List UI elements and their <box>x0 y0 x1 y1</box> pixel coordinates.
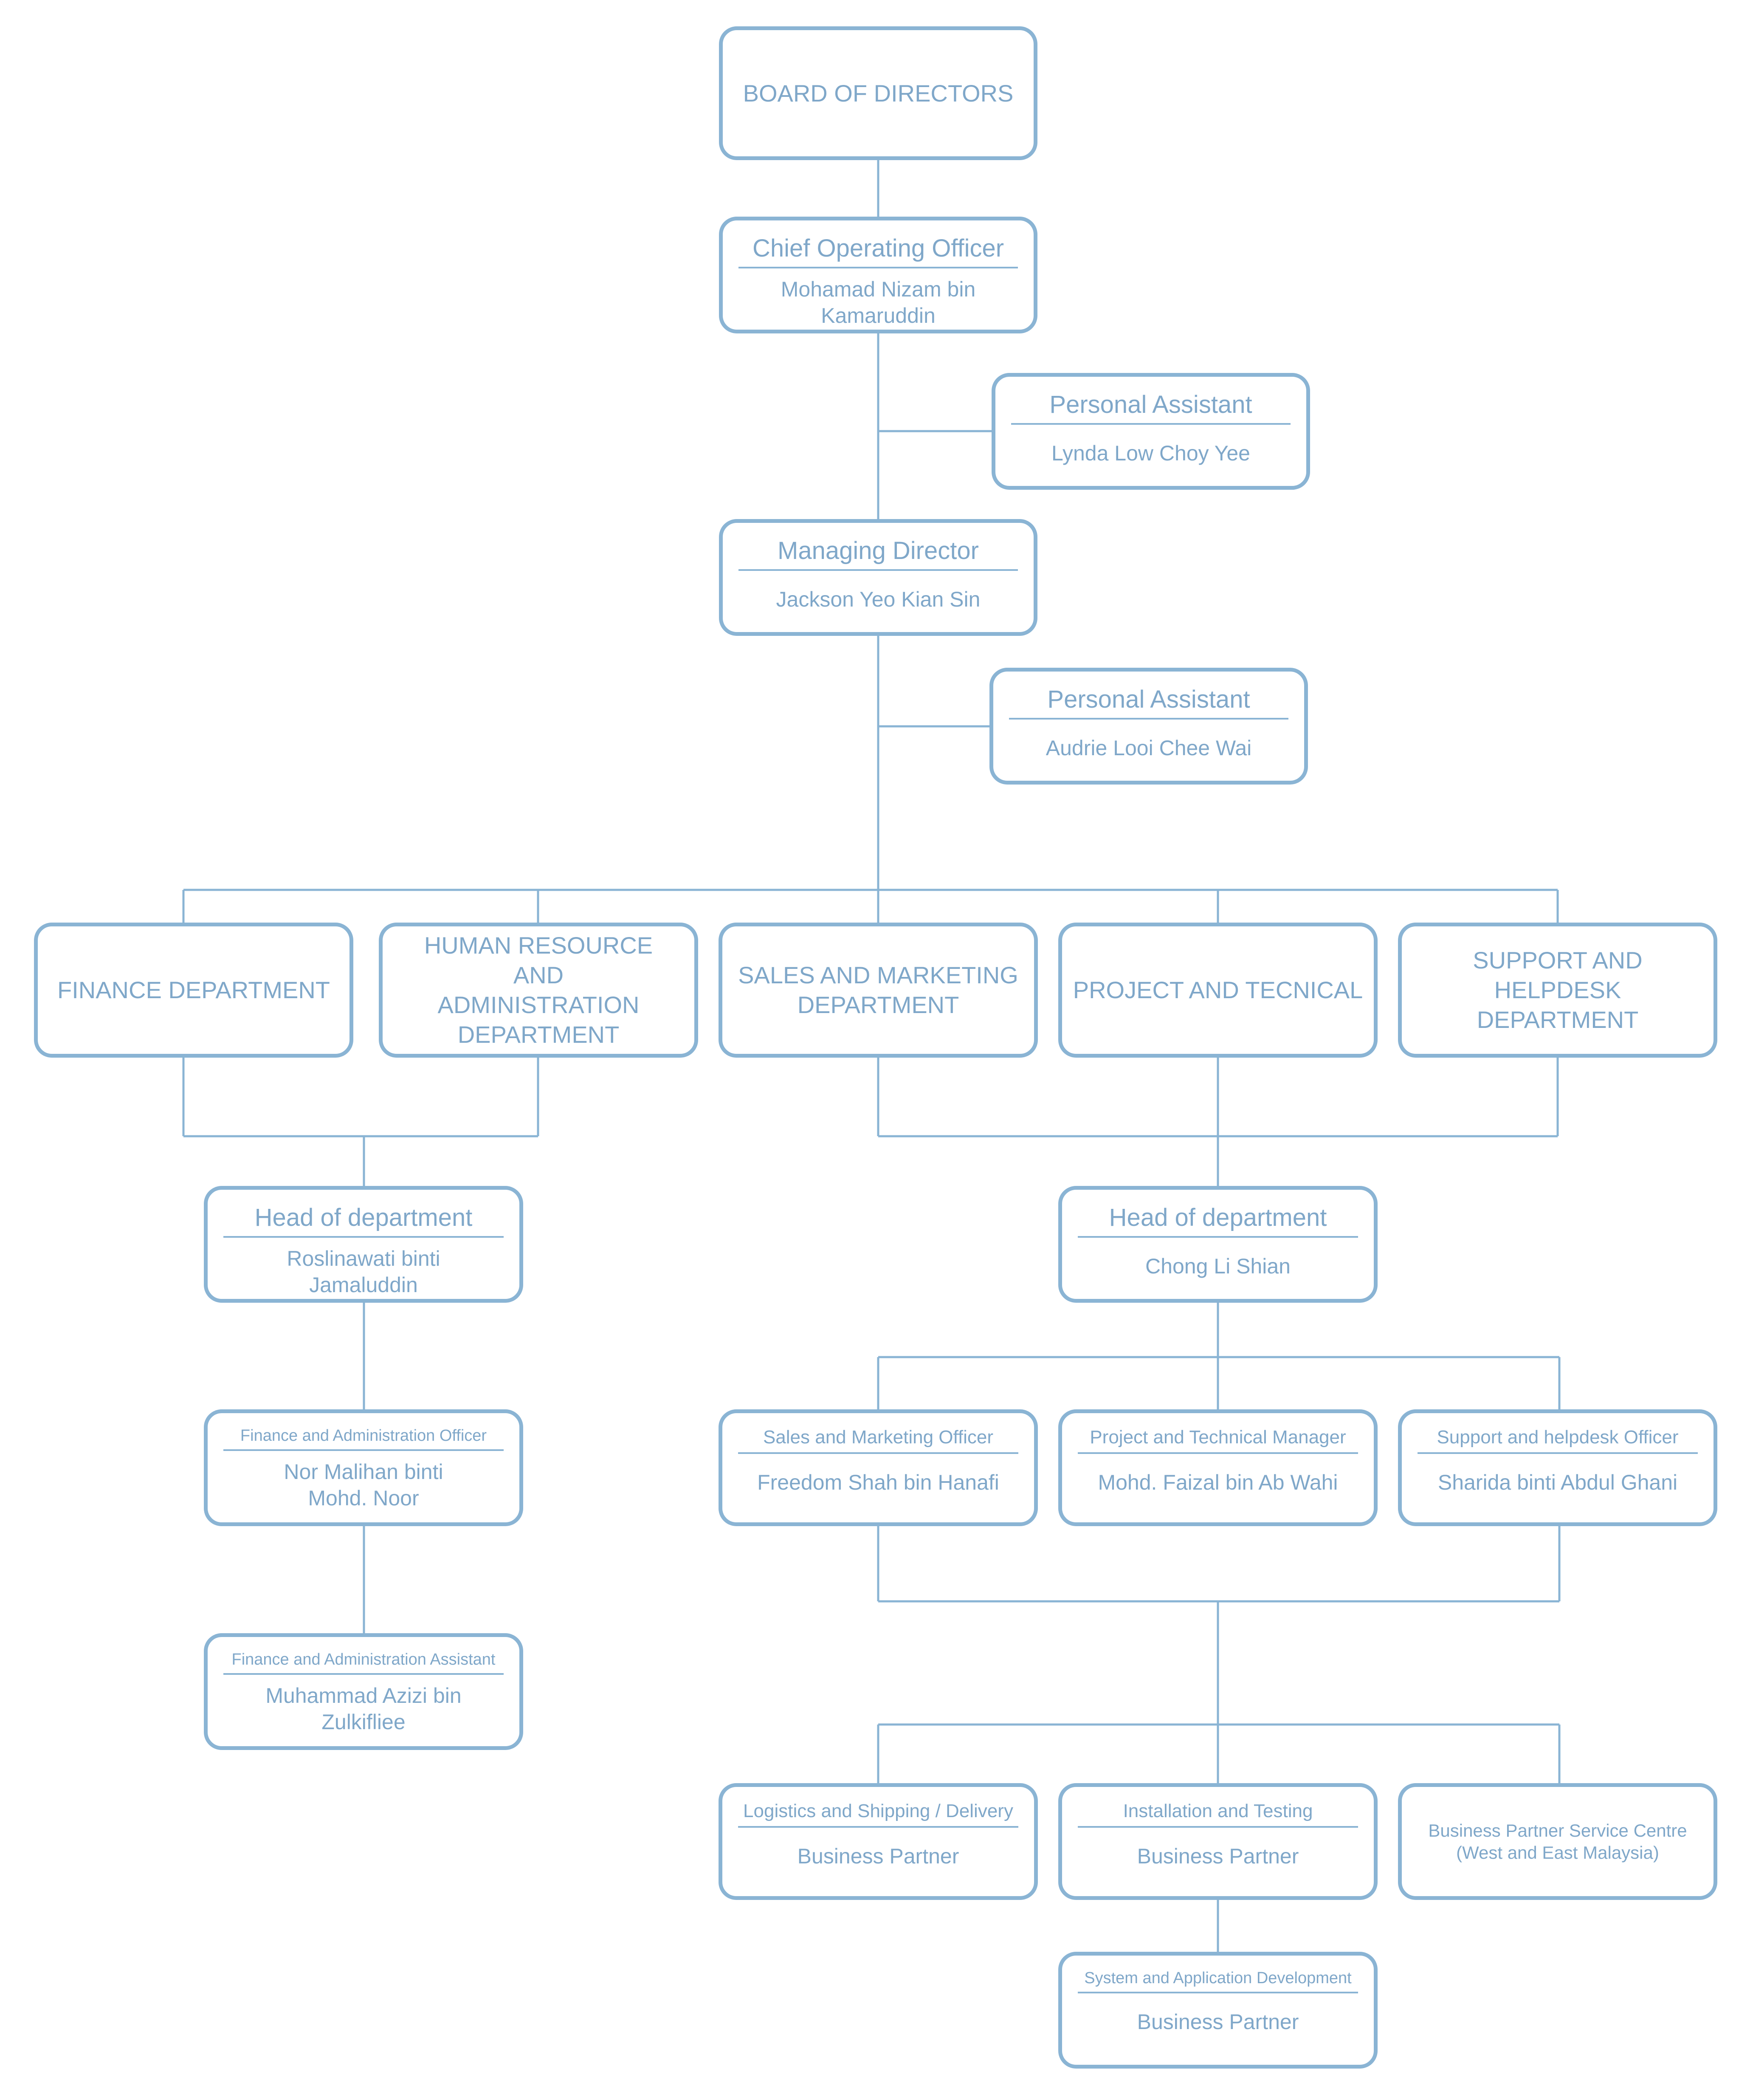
finance-officer-name: Nor Malihan binti Mohd. Noor <box>284 1460 443 1510</box>
finance-assistant-name: Muhammad Azizi bin Zulkifliee <box>265 1684 462 1734</box>
bp-logistics-name: Business Partner <box>797 1844 959 1868</box>
department-label: PROJECT AND TECNICAL <box>1073 977 1363 1003</box>
project-manager-title: Project and Technical Manager <box>1077 1427 1358 1454</box>
personal-assistant-coo-box: Personal Assistant Lynda Low Choy Yee <box>992 373 1310 490</box>
sales-officer-name: Freedom Shah bin Hanafi <box>757 1471 999 1494</box>
business-partner-logistics-box: Logistics and Shipping / Delivery Busine… <box>719 1783 1038 1900</box>
finance-officer-title: Finance and Administration Officer <box>223 1427 504 1451</box>
board-of-directors-box: BOARD OF DIRECTORS <box>719 26 1037 160</box>
department-label: HUMAN RESOURCE AND ADMINISTRATION DEPART… <box>424 932 653 1048</box>
support-officer-box: Support and helpdesk Officer Sharida bin… <box>1398 1409 1717 1526</box>
managing-director-box: Managing Director Jackson Yeo Kian Sin <box>719 519 1037 636</box>
department-hr-admin: HUMAN RESOURCE AND ADMINISTRATION DEPART… <box>379 923 698 1058</box>
department-support-helpdesk: SUPPORT AND HELPDESK DEPARTMENT <box>1398 923 1717 1058</box>
support-officer-title: Support and helpdesk Officer <box>1417 1427 1698 1454</box>
personal-assistant-md-box: Personal Assistant Audrie Looi Chee Wai <box>989 668 1308 785</box>
business-partner-service-centre-box: Business Partner Service Centre (West an… <box>1398 1783 1717 1900</box>
head-of-department-left-box: Head of department Roslinawati binti Jam… <box>204 1186 523 1303</box>
head-of-department-right-box: Head of department Chong Li Shian <box>1058 1186 1378 1303</box>
coo-box: Chief Operating Officer Mohamad Nizam bi… <box>719 217 1037 333</box>
department-sales-marketing: SALES AND MARKETING DEPARTMENT <box>719 923 1038 1058</box>
pa2-name: Audrie Looi Chee Wai <box>1046 736 1252 760</box>
bp-system-name: Business Partner <box>1137 2010 1299 2034</box>
bp-service-label: Business Partner Service Centre (West an… <box>1428 1820 1687 1863</box>
project-manager-name: Mohd. Faizal bin Ab Wahi <box>1098 1471 1338 1494</box>
md-name: Jackson Yeo Kian Sin <box>776 587 981 611</box>
board-label: BOARD OF DIRECTORS <box>743 79 1014 107</box>
pa1-title: Personal Assistant <box>1011 390 1291 425</box>
department-finance: FINANCE DEPARTMENT <box>34 923 353 1058</box>
department-label: SALES AND MARKETING DEPARTMENT <box>738 962 1018 1018</box>
hod-right-name: Chong Li Shian <box>1145 1254 1291 1278</box>
finance-assistant-box: Finance and Administration Assistant Muh… <box>204 1633 523 1750</box>
business-partner-installation-box: Installation and Testing Business Partne… <box>1058 1783 1378 1900</box>
bp-system-title: System and Application Development <box>1077 1969 1358 1993</box>
project-manager-box: Project and Technical Manager Mohd. Faiz… <box>1058 1409 1378 1526</box>
bp-logistics-title: Logistics and Shipping / Delivery <box>738 1801 1019 1828</box>
department-label: SUPPORT AND HELPDESK DEPARTMENT <box>1473 947 1643 1033</box>
pa2-title: Personal Assistant <box>1009 685 1289 720</box>
business-partner-system-box: System and Application Development Busin… <box>1058 1952 1378 2069</box>
finance-assistant-title: Finance and Administration Assistant <box>223 1651 504 1675</box>
sales-officer-title: Sales and Marketing Officer <box>738 1427 1019 1454</box>
coo-title: Chief Operating Officer <box>738 234 1018 268</box>
sales-officer-box: Sales and Marketing Officer Freedom Shah… <box>719 1409 1038 1526</box>
bp-install-name: Business Partner <box>1137 1844 1299 1868</box>
coo-name: Mohamad Nizam bin Kamaruddin <box>781 277 976 327</box>
md-title: Managing Director <box>738 536 1018 571</box>
bp-install-title: Installation and Testing <box>1077 1801 1358 1828</box>
finance-officer-box: Finance and Administration Officer Nor M… <box>204 1409 523 1526</box>
department-label: FINANCE DEPARTMENT <box>57 977 330 1003</box>
support-officer-name: Sharida binti Abdul Ghani <box>1437 1471 1678 1494</box>
pa1-name: Lynda Low Choy Yee <box>1051 441 1250 465</box>
department-project-technical: PROJECT AND TECNICAL <box>1058 923 1378 1058</box>
hod-left-title: Head of department <box>223 1203 504 1238</box>
hod-left-name: Roslinawati binti Jamaluddin <box>287 1247 440 1297</box>
hod-right-title: Head of department <box>1077 1203 1358 1238</box>
